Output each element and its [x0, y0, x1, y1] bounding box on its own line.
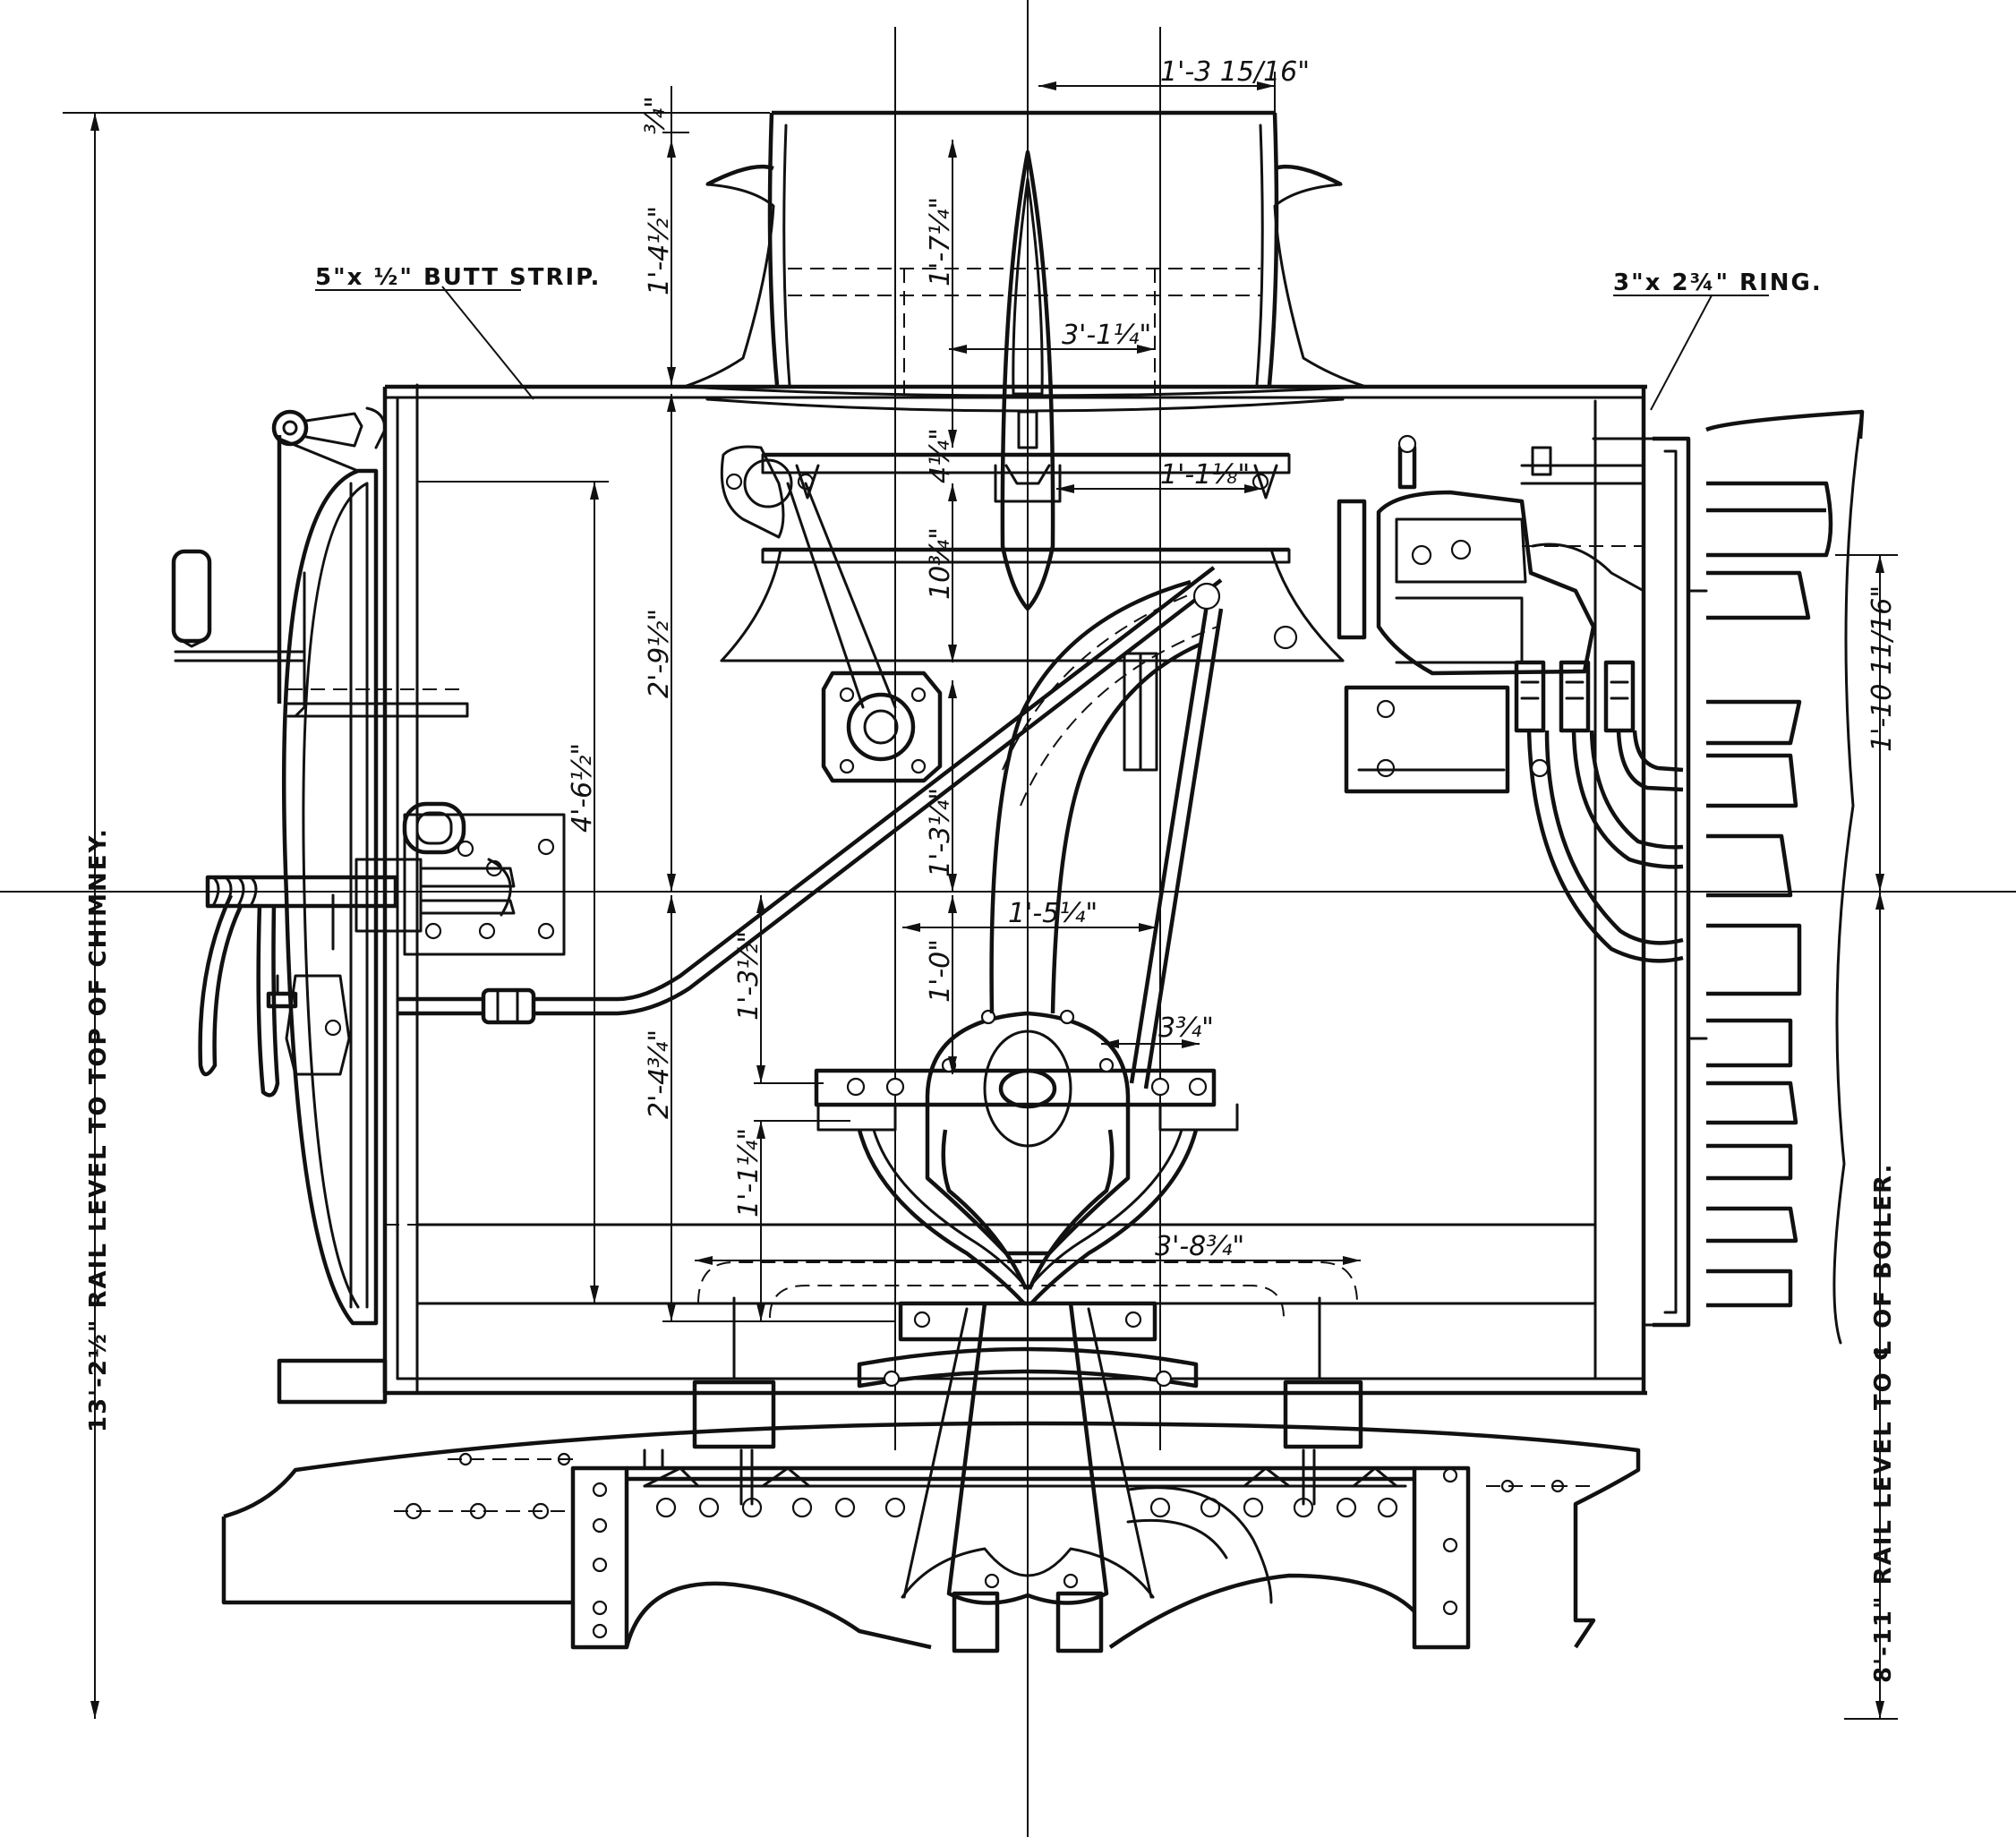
- dim-1-7-quarter: 1'-7¼": [925, 197, 956, 286]
- ring-label: 3"x 2¾" RING.: [1613, 269, 1823, 296]
- text-labels: 5"x ½" BUTT STRIP. 3"x 2¾" RING. 13'-2½"…: [85, 56, 1898, 1683]
- dim-1-5-quarter: 1'-5¼": [1008, 898, 1098, 929]
- dim-1-10-11-16: 1'-10 11/16": [1867, 585, 1898, 752]
- dim-1-4-half: 1'-4½": [644, 206, 675, 295]
- rail-to-chimney-label: 13'-2½" RAIL LEVEL TO TOP OF CHIMNEY.: [85, 827, 112, 1432]
- steam-pipe: [397, 566, 1223, 1025]
- dim-1-3-quarter: 1'-3¼": [925, 788, 956, 877]
- dim-1-1-8: 1'-1⅛": [1160, 459, 1250, 491]
- dim-4-6-half: 4'-6½": [567, 743, 598, 833]
- left-bracket: [786, 482, 943, 783]
- dim-4-quarter: 4¼": [925, 428, 956, 483]
- frames-saddle: [221, 1261, 1641, 1650]
- butt-strip-label: 5"x ½" BUTT STRIP.: [315, 264, 601, 291]
- dim-1-3-15-16: 1'-3 15/16": [1160, 56, 1310, 88]
- dim-3-3-4: 3¾": [1158, 1012, 1214, 1044]
- dim-1-1-quarter: 1'-1¼": [733, 1128, 765, 1218]
- dim-10-3-4: 10¾": [925, 527, 956, 600]
- dim-2-4-3-4: 2'-4¾": [644, 1030, 675, 1119]
- flue-tubes: [1687, 409, 1865, 1345]
- chimney: [682, 110, 1368, 662]
- dim-3-1-quarter: 3'-1¼": [1062, 320, 1151, 351]
- rail-to-boiler-label: 8'-11" RAIL LEVEL TO ℄ OF BOILER.: [1870, 1163, 1897, 1683]
- dim-3-4: ¾": [640, 96, 671, 134]
- dim-1-3-half: 1'-3½": [733, 931, 765, 1021]
- dimension-lines: [63, 72, 1898, 1720]
- exhaust-pipes: [989, 579, 1298, 1089]
- dim-2-9-half: 2'-9½": [644, 609, 675, 698]
- smokebox-door: [171, 435, 566, 1326]
- dim-3-8-3-4: 3'-8¾": [1155, 1231, 1244, 1262]
- superheater-header: [1337, 434, 1691, 1328]
- dim-1-0: 1'-0": [925, 939, 956, 1003]
